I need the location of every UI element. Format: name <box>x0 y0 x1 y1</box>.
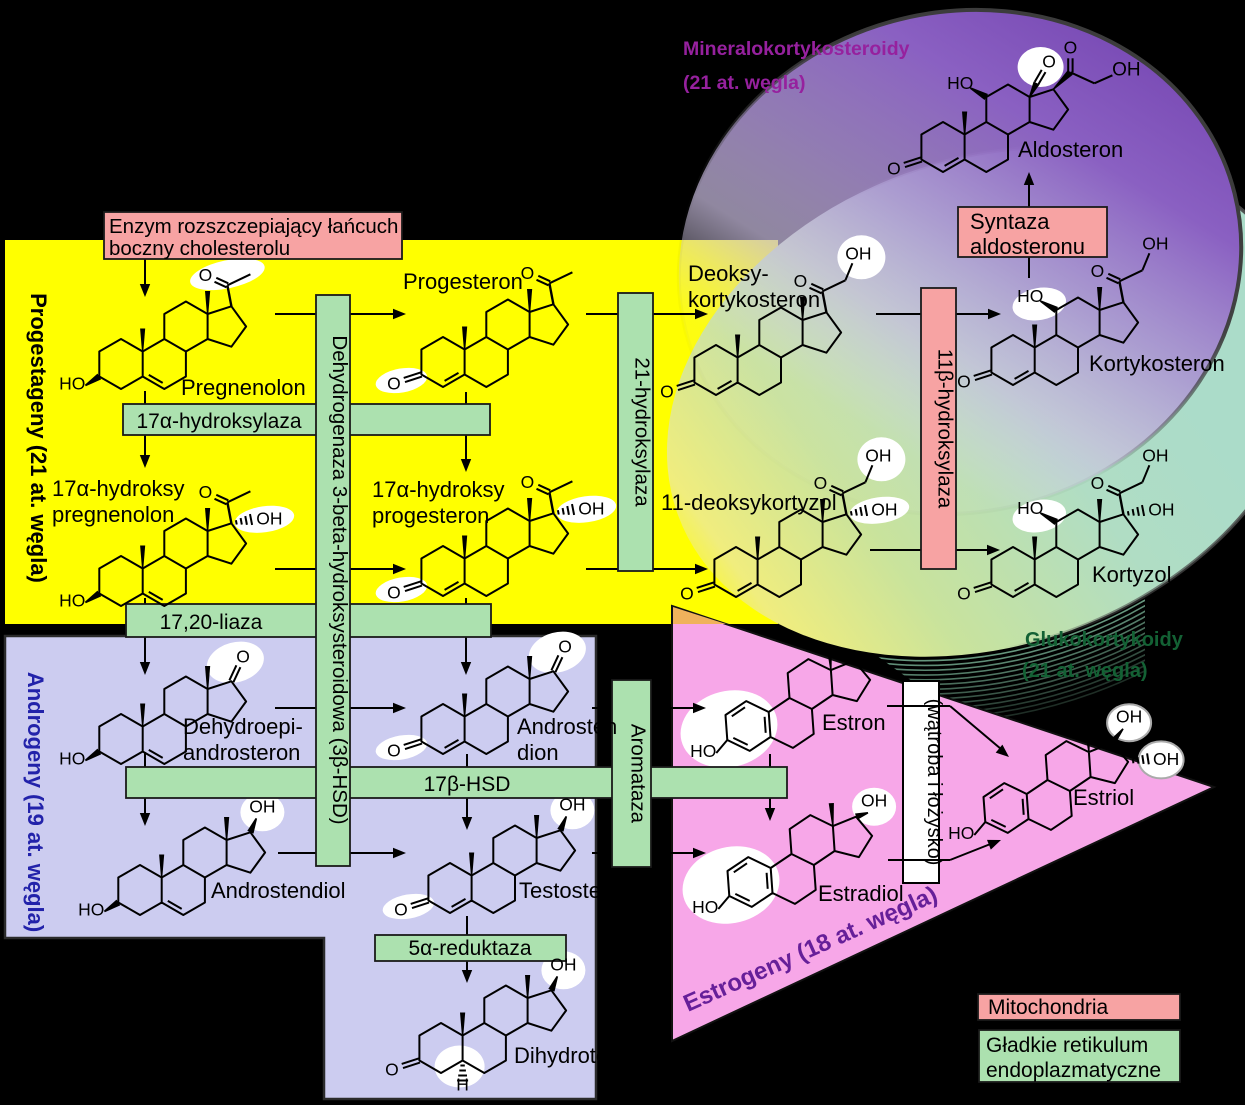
svg-text:O: O <box>394 899 408 919</box>
svg-text:O: O <box>660 381 674 401</box>
svg-text:17α-hydroksy: 17α-hydroksy <box>52 476 185 501</box>
svg-text:Aromataza: Aromataza <box>627 724 650 824</box>
svg-text:O: O <box>1091 261 1105 281</box>
svg-text:OH: OH <box>1153 749 1179 769</box>
svg-text:Mineralokortykosteroidy: Mineralokortykosteroidy <box>683 38 910 60</box>
svg-text:O: O <box>385 1059 399 1079</box>
svg-text:Progestageny (21 at. węgla): Progestageny (21 at. węgla) <box>26 293 51 583</box>
svg-text:H: H <box>456 1075 469 1095</box>
svg-text:17α-hydroksylaza: 17α-hydroksylaza <box>136 410 301 433</box>
svg-text:11-deoksykortyzol: 11-deoksykortyzol <box>661 490 837 515</box>
svg-text:O: O <box>1091 473 1105 493</box>
svg-text:17,20-liaza: 17,20-liaza <box>160 611 263 634</box>
svg-text:HO: HO <box>59 749 85 769</box>
svg-text:HO: HO <box>59 591 85 611</box>
svg-text:Kortykosteron: Kortykosteron <box>1089 351 1225 376</box>
svg-text:OH: OH <box>1142 445 1168 465</box>
svg-text:O: O <box>387 740 401 760</box>
svg-text:Androgeny (19 at. węgla): Androgeny (19 at. węgla) <box>23 672 48 932</box>
svg-text:Syntaza: Syntaza <box>970 209 1050 234</box>
svg-text:Gładkie retikulum: Gładkie retikulum <box>986 1034 1148 1057</box>
svg-text:endoplazmatyczne: endoplazmatyczne <box>986 1059 1161 1082</box>
svg-text:HO: HO <box>1017 498 1043 518</box>
svg-text:HO: HO <box>1017 286 1043 306</box>
svg-text:O: O <box>794 271 808 291</box>
svg-text:17β-HSD: 17β-HSD <box>424 773 511 796</box>
svg-text:Aldosteron: Aldosteron <box>1018 137 1123 162</box>
svg-text:O: O <box>814 473 828 493</box>
svg-text:O: O <box>387 373 401 393</box>
svg-text:Androsten: Androsten <box>517 714 617 739</box>
svg-text:OH: OH <box>249 796 275 816</box>
svg-text:kortykosteron: kortykosteron <box>688 287 820 312</box>
svg-text:HO: HO <box>948 823 974 843</box>
svg-text:Enzym rozszczepiający łańcuch: Enzym rozszczepiający łańcuch <box>109 215 398 238</box>
svg-text:O: O <box>521 472 535 492</box>
svg-text:Deoksy-: Deoksy- <box>688 261 769 286</box>
svg-text:(21 at. węgla): (21 at. węgla) <box>683 72 805 94</box>
svg-text:Estron: Estron <box>822 710 886 735</box>
svg-text:Pregnenolon: Pregnenolon <box>181 375 306 400</box>
svg-text:Dehydrogenaza 3-beta-hydroksys: Dehydrogenaza 3-beta-hydroksysteroidowa … <box>328 335 351 824</box>
svg-text:(wątroba i łożysko): (wątroba i łożysko) <box>923 699 945 866</box>
svg-text:OH: OH <box>865 445 891 465</box>
svg-text:17α-hydroksy: 17α-hydroksy <box>372 477 505 502</box>
svg-text:O: O <box>199 265 213 285</box>
svg-text:OH: OH <box>861 791 887 811</box>
svg-text:HO: HO <box>690 741 716 761</box>
svg-text:OH: OH <box>1148 499 1174 519</box>
svg-text:Dehydroepi-: Dehydroepi- <box>183 714 303 739</box>
svg-text:O: O <box>957 583 971 603</box>
svg-text:11β-hydroksylaza: 11β-hydroksylaza <box>934 349 957 509</box>
svg-text:O: O <box>1064 37 1078 57</box>
svg-text:O: O <box>558 636 572 656</box>
svg-text:OH: OH <box>578 498 604 518</box>
svg-text:Estradiol: Estradiol <box>818 881 904 906</box>
svg-text:Androstendiol: Androstendiol <box>211 878 346 903</box>
svg-text:OH: OH <box>1116 707 1142 727</box>
svg-text:OH: OH <box>559 794 585 814</box>
svg-text:OH: OH <box>256 508 282 528</box>
svg-text:HO: HO <box>947 73 973 93</box>
svg-text:HO: HO <box>59 374 85 394</box>
svg-text:5α-reduktaza: 5α-reduktaza <box>408 937 531 960</box>
svg-text:Mitochondria: Mitochondria <box>988 996 1109 1019</box>
svg-text:progesteron: progesteron <box>372 503 489 528</box>
svg-text:OH: OH <box>845 243 871 263</box>
svg-text:O: O <box>887 158 901 178</box>
svg-text:Dihydrotestosteron: Dihydrotestosteron <box>514 1043 699 1068</box>
svg-text:O: O <box>1042 52 1056 72</box>
svg-text:HO: HO <box>692 897 718 917</box>
svg-text:O: O <box>236 646 250 666</box>
svg-text:OH: OH <box>550 954 576 974</box>
svg-text:boczny cholesterolu: boczny cholesterolu <box>109 237 290 260</box>
svg-text:OH: OH <box>1112 59 1141 80</box>
svg-text:OH: OH <box>871 499 897 519</box>
svg-text:Estriol: Estriol <box>1073 785 1134 810</box>
svg-text:OH: OH <box>1142 233 1168 253</box>
svg-text:androsteron: androsteron <box>183 740 300 765</box>
svg-text:O: O <box>521 263 535 283</box>
svg-text:O: O <box>680 583 694 603</box>
svg-text:Progesteron: Progesteron <box>403 269 523 294</box>
svg-text:(21 at. węgla): (21 at. węgla) <box>1022 660 1148 682</box>
svg-text:Glukokortykoidy: Glukokortykoidy <box>1025 629 1184 651</box>
svg-text:O: O <box>957 371 971 391</box>
svg-text:HO: HO <box>78 900 104 920</box>
svg-text:21-hydroksylaza: 21-hydroksylaza <box>631 357 654 507</box>
svg-text:Testosteron: Testosteron <box>519 878 633 903</box>
svg-text:O: O <box>199 482 213 502</box>
svg-text:Kortyzol: Kortyzol <box>1092 562 1171 587</box>
svg-text:dion: dion <box>517 740 559 765</box>
svg-text:O: O <box>387 582 401 602</box>
svg-text:aldosteronu: aldosteronu <box>970 234 1085 259</box>
svg-text:pregnenolon: pregnenolon <box>52 502 174 527</box>
